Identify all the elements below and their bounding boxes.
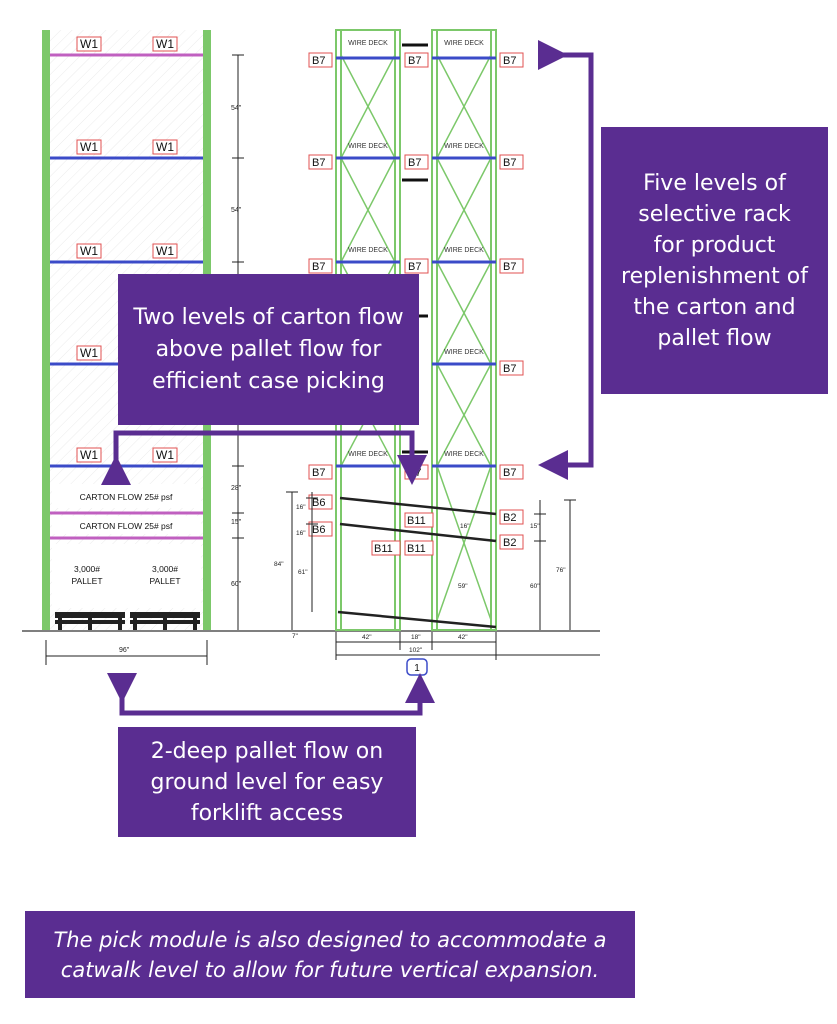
pallet-label: PALLET	[149, 576, 180, 586]
height-dim: 7"	[292, 633, 299, 640]
height-dim: 84"	[274, 561, 284, 568]
beam-tag-w1: W1	[156, 244, 174, 258]
sloped-flow-lanes	[337, 496, 497, 629]
beam-tag-w1: W1	[80, 140, 98, 154]
beam-tag-b7: B7	[503, 363, 516, 375]
carton-flow-label: CARTON FLOW 25# psf	[80, 492, 173, 502]
beam-tag-b7: B7	[503, 157, 516, 169]
right-rack-mid-dims: 16" 59"	[458, 523, 470, 590]
height-dim: 59"	[458, 583, 468, 590]
beam-tag-w1: W1	[156, 448, 174, 462]
beam-tag-b7: B7	[312, 55, 325, 67]
beam-tag-b7: B7	[312, 261, 325, 273]
total-width-dim: 102"	[409, 647, 423, 654]
pallet-flow-arrow	[107, 673, 435, 716]
pallet-flow-callout: 2-deep pallet flow on ground level for e…	[118, 727, 416, 837]
pallet-weight-label: 3,000#	[152, 564, 178, 574]
beam-tag-b2: B2	[503, 512, 516, 524]
left-upright-a	[42, 30, 50, 630]
beam-tag-b6: B6	[312, 524, 325, 536]
pallet-weight-label: 3,000#	[74, 564, 100, 574]
wire-deck-label: WIRE DECK	[444, 451, 484, 458]
beam-tag-w1: W1	[156, 140, 174, 154]
beam-tag-w1: W1	[80, 37, 98, 51]
beam-tag-b7: B7	[503, 467, 516, 479]
catwalk-note: The pick module is also designed to acco…	[25, 911, 635, 998]
beam-tag-b7: B7	[312, 467, 325, 479]
selective-rack-callout: Five levels of selective rack for produc…	[601, 127, 828, 394]
ground-pallets	[55, 612, 200, 630]
beam-tag-b11: B11	[374, 543, 393, 555]
height-dim: 60"	[530, 583, 540, 590]
bay-marker: 1	[406, 658, 428, 676]
bay-width-dim: 42"	[362, 634, 372, 641]
wire-deck-labels: WIRE DECK WIRE DECK WIRE DECK WIRE DECK …	[348, 40, 484, 458]
carton-flow-label: CARTON FLOW 25# psf	[80, 521, 173, 531]
right-rack-right-dims: 15" 60" 76"	[530, 499, 576, 630]
height-dim: 76"	[556, 567, 566, 574]
left-beam-tags: W1 W1 W1 W1 W1 W1 W1 W1 W1	[76, 36, 178, 463]
wire-deck-label: WIRE DECK	[444, 247, 484, 254]
beam-tag-w1: W1	[80, 244, 98, 258]
rack-width-dim: 96"	[119, 647, 130, 654]
beam-tag-b6: B6	[312, 497, 325, 509]
wire-deck-label: WIRE DECK	[444, 143, 484, 150]
bay-marker-label: 1	[414, 663, 420, 674]
beam-tag-b7: B7	[408, 261, 421, 273]
height-dim: 61"	[298, 569, 308, 576]
beam-tag-b2: B2	[503, 537, 516, 549]
level-height-dim: 28"	[231, 485, 242, 492]
wire-deck-label: WIRE DECK	[444, 40, 484, 47]
left-width-dim: 96"	[45, 640, 208, 665]
right-rack-left-dims: 16" 16" 84" 61" 7"	[274, 491, 318, 640]
selective-rack-arrow	[538, 40, 594, 480]
level-height-dim: 54"	[231, 207, 242, 214]
height-dim: 15"	[530, 523, 540, 530]
pallet-label: PALLET	[71, 576, 102, 586]
beam-tag-b7: B7	[312, 157, 325, 169]
beam-tag-w1: W1	[156, 37, 174, 51]
carton-flow-callout: Two levels of carton flow above pallet f…	[118, 274, 419, 425]
beam-tag-b7: B7	[408, 55, 421, 67]
wire-deck-label: WIRE DECK	[348, 143, 388, 150]
beam-tag-b7: B7	[503, 261, 516, 273]
wire-deck-label: WIRE DECK	[348, 40, 388, 47]
wire-deck-label: WIRE DECK	[348, 451, 388, 458]
right-width-dims: 42" 18" 42" 102"	[335, 632, 600, 660]
beam-tag-b11: B11	[407, 515, 426, 527]
level-height-dim: 15"	[231, 519, 242, 526]
flue-width-dim: 18"	[411, 634, 421, 641]
beam-tag-w1: W1	[80, 346, 98, 360]
wire-deck-label: WIRE DECK	[444, 349, 484, 356]
beam-tag-b7: B7	[408, 157, 421, 169]
height-dim: 16"	[460, 523, 470, 530]
level-height-dim: 54"	[231, 105, 242, 112]
carton-flow-arrow	[101, 430, 427, 485]
level-height-dim: 60"	[231, 581, 242, 588]
bay-width-dim: 42"	[458, 634, 468, 641]
wire-deck-label: WIRE DECK	[348, 247, 388, 254]
height-dim: 16"	[296, 530, 306, 537]
height-dim: 16"	[296, 504, 306, 511]
callout-arrows	[101, 40, 594, 716]
beam-tag-w1: W1	[80, 448, 98, 462]
beam-tag-b7: B7	[503, 55, 516, 67]
beam-tag-b11: B11	[407, 543, 426, 555]
